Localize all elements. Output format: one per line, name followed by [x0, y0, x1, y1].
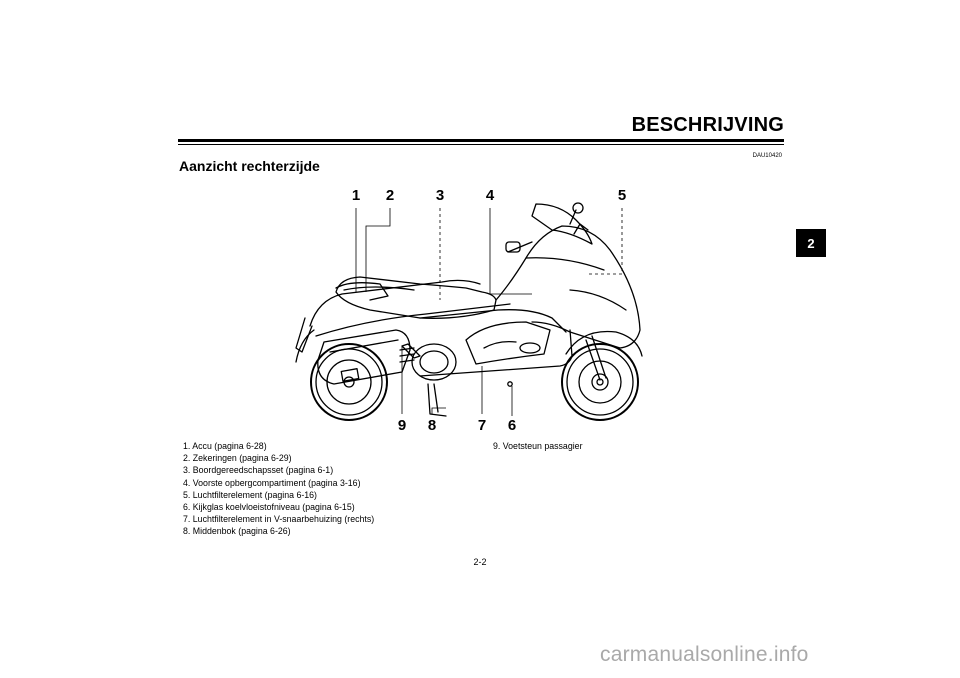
- exhaust: [317, 329, 411, 385]
- seat: [335, 276, 497, 319]
- callout-8: 8: [428, 417, 436, 434]
- callout-4: 4: [486, 187, 495, 204]
- document-code: DAU10420: [752, 153, 782, 159]
- watermark: carmanualsonline.info: [600, 643, 809, 666]
- legend-item: 7. Luchtfilterelement in V-snaarbehuizin…: [183, 514, 375, 525]
- header-rule-thick: [178, 139, 784, 142]
- callout-1: 1: [352, 187, 360, 204]
- callout-2: 2: [386, 187, 394, 204]
- legend-item: 8. Middenbok (pagina 6-26): [183, 526, 291, 537]
- page-number: 2-2: [473, 557, 487, 567]
- windshield: [531, 203, 593, 245]
- section-title: BESCHRIJVING: [631, 114, 784, 136]
- callout-7: 7: [478, 417, 486, 434]
- cvt-cover: [411, 343, 457, 381]
- front-shield: [495, 225, 641, 349]
- legend-item: 1. Accu (pagina 6-28): [183, 441, 267, 451]
- callout-3: 3: [436, 187, 444, 204]
- callout-5: 5: [618, 187, 626, 204]
- header-rule-thin: [178, 144, 784, 145]
- legend-item: 3. Boordgereedschapsset (pagina 6-1): [183, 465, 334, 476]
- side-panel: [465, 321, 551, 365]
- legend-column-2: 9. Voetsteun passagier: [493, 440, 583, 452]
- legend-item: 6. Kijkglas koelvloeistofniveau (pagina …: [183, 502, 355, 513]
- legend-item: 2. Zekeringen (pagina 6-29): [183, 453, 292, 464]
- passenger-footrest: [401, 343, 421, 359]
- legend-column-1: 1. Accu (pagina 6-28) 2. Zekeringen (pag…: [183, 440, 374, 538]
- scooter-illustration: 1 2 3 4 5 6 7 8 9: [295, 187, 643, 434]
- front-wheel: [561, 343, 639, 421]
- legend-item: 5. Luchtfilterelement (pagina 6-16): [183, 489, 317, 500]
- callout-6: 6: [508, 417, 516, 434]
- chapter-tab: 2: [796, 229, 826, 257]
- legend-item: 4. Voorste opbergcompartiment (pagina 3-…: [183, 477, 361, 488]
- center-stand: [427, 383, 447, 417]
- legend-item: 9. Voetsteun passagier: [493, 441, 583, 451]
- callout-9: 9: [398, 417, 406, 434]
- subheading: Aanzicht rechterzijde: [179, 158, 320, 174]
- rear-wheel: [310, 343, 388, 421]
